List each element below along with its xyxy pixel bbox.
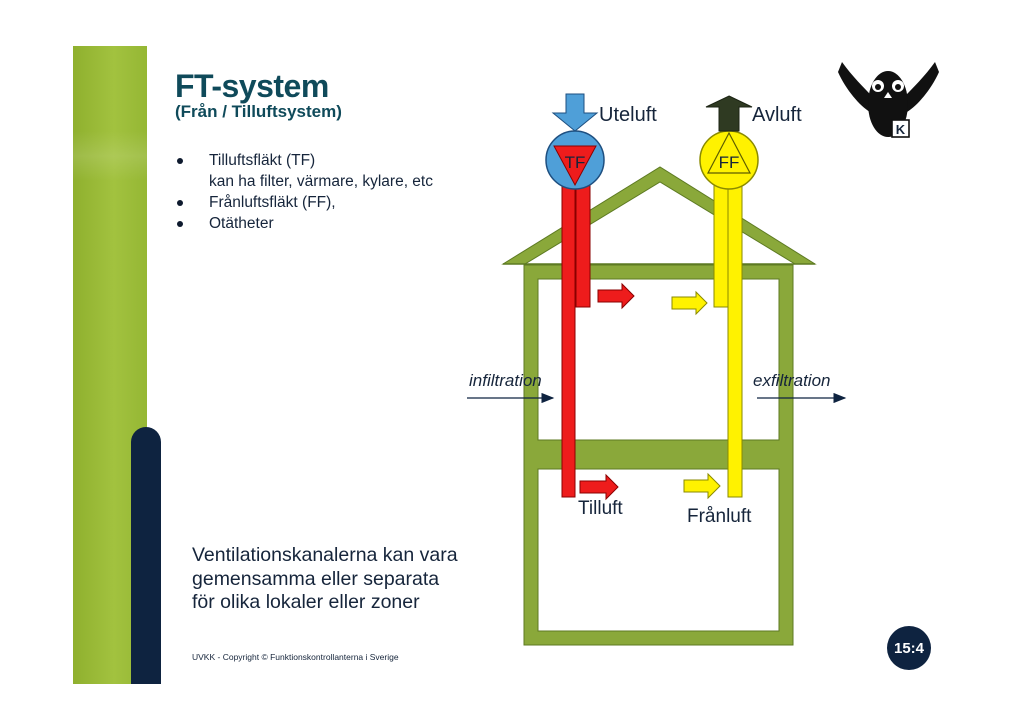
exfiltration-label: exfiltration <box>753 371 830 390</box>
slide-subtitle: (Från / Tilluftsystem) <box>175 102 342 121</box>
duct-note: Ventilationskanalerna kan vara gemensamm… <box>192 544 458 615</box>
outdoor-air-label: Uteluft <box>599 104 657 126</box>
house-upper-floor <box>523 264 794 455</box>
note-line: Ventilationskanalerna kan vara <box>192 544 458 566</box>
exhaust-duct <box>727 184 743 498</box>
infiltration-label: infiltration <box>469 371 542 390</box>
logo-letter: K <box>896 122 906 137</box>
note-line: gemensamma eller separata <box>192 567 440 590</box>
house-lower-floor <box>523 454 794 646</box>
exhaust-duct-branch <box>713 184 729 308</box>
extract-flow-arrow-icon <box>683 472 721 500</box>
side-accent-band <box>73 46 147 684</box>
outdoor-air-arrow-icon <box>551 93 599 132</box>
exhaust-air-label: Avluft <box>752 104 802 126</box>
bullet-item: Otätheter <box>175 213 433 234</box>
supply-duct <box>561 184 576 498</box>
slide-title: FT-system <box>175 68 329 104</box>
bullet-item: Frånluftsfläkt (FF), <box>175 192 433 213</box>
supply-air-label: Tilluft <box>578 498 623 519</box>
page-number-badge: 15:4 <box>887 626 931 670</box>
bullet-continuation: kan ha filter, värmare, kylare, etc <box>209 173 433 190</box>
exhaust-air-arrow-icon <box>705 95 753 132</box>
extract-flow-arrow-icon <box>671 290 708 316</box>
side-accent-bar <box>131 427 161 684</box>
copyright-footer: UVKK - Copyright © Funktionskontrollante… <box>192 652 399 662</box>
exhaust-fan-triangle-icon <box>707 131 751 174</box>
bullet-list: Tilluftsfläkt (TF) kan ha filter, värmar… <box>175 150 433 234</box>
supply-flow-arrow-icon <box>579 473 619 501</box>
exhaust-fan-label: FF <box>719 153 740 172</box>
supply-duct-branch <box>575 184 591 308</box>
note-line: för olika lokaler eller zoner <box>192 591 420 613</box>
supply-fan-triangle-icon <box>553 145 597 187</box>
owl-logo-icon <box>838 62 939 138</box>
extract-air-label: Frånluft <box>687 506 752 527</box>
house-roof <box>501 166 817 265</box>
bullet-item: Tilluftsfläkt (TF) <box>175 150 433 171</box>
supply-fan-label: TF <box>565 153 586 172</box>
supply-flow-arrow-icon <box>597 282 635 310</box>
